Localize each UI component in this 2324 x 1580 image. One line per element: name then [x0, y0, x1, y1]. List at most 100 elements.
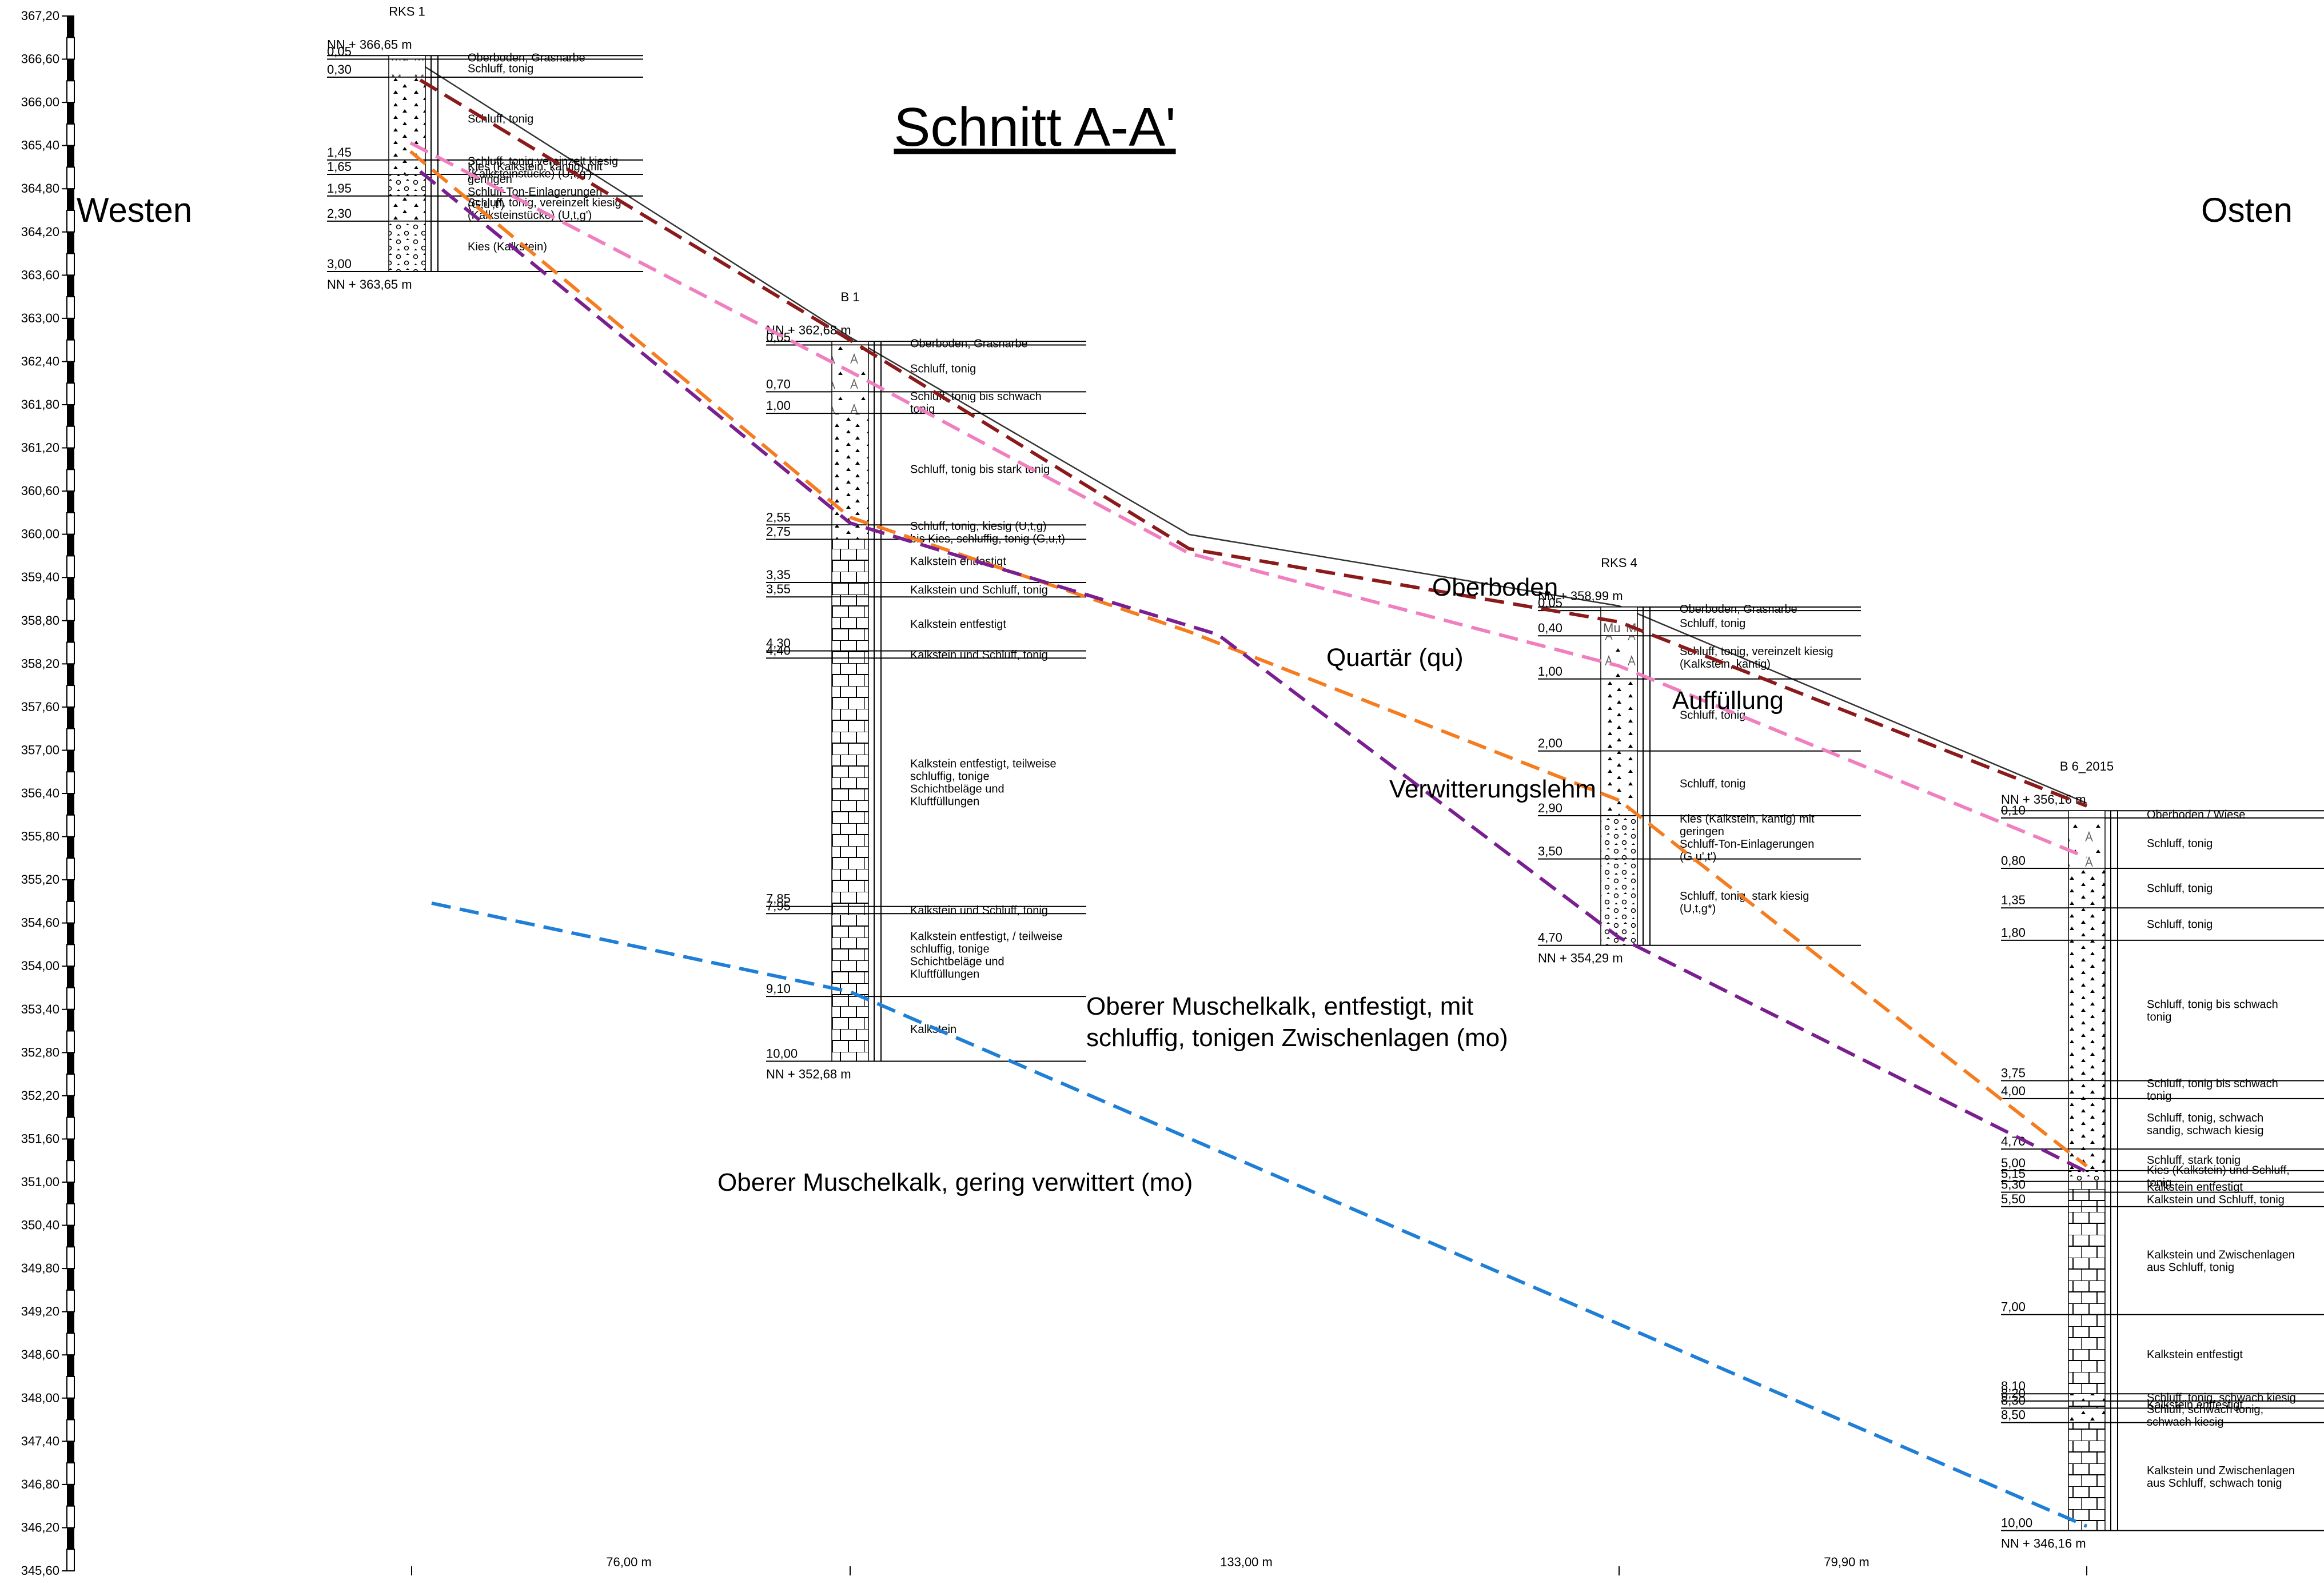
axis-segment-white — [66, 1030, 75, 1054]
axis-tick-label: 363,00 — [21, 311, 59, 325]
layer-lime — [2068, 1422, 2106, 1531]
east-label: Osten — [2201, 191, 2293, 229]
layer-depth: 3,50 — [1538, 844, 1562, 859]
axis-segment-black — [67, 232, 74, 254]
layer-lime — [2068, 1180, 2106, 1193]
layer-description: tonig — [2147, 1011, 2171, 1024]
axis-segment-white — [66, 1419, 75, 1442]
axis-tick-label: 360,60 — [21, 484, 59, 498]
axis-tick-label: 367,20 — [21, 9, 59, 23]
unit-label-muschelkalk-entfestigt-1: Oberer Muschelkalk, entfestigt, mit — [1086, 992, 1473, 1020]
axis-segment-black — [67, 577, 74, 599]
layer-fill — [831, 344, 869, 393]
layer-silt — [1600, 750, 1638, 816]
borehole-bottom-elevation: NN + 363,65 m — [327, 277, 412, 292]
axis-segment-black — [67, 1225, 74, 1247]
axis-tick-label: 345,60 — [21, 1563, 59, 1578]
layer-description: Schluff, schwach tonig, — [2147, 1403, 2263, 1416]
axis-tick-label: 352,80 — [21, 1045, 59, 1059]
layer-depth: 8,50 — [2001, 1408, 2026, 1422]
layer-depth: 4,40 — [766, 643, 791, 657]
layer-depth: 1,95 — [327, 181, 352, 195]
layer-depth: 0,70 — [766, 377, 791, 391]
layer-lime — [2068, 1206, 2106, 1315]
axis-tick-label: 349,20 — [21, 1304, 59, 1319]
axis-segment-black — [67, 1009, 74, 1031]
layer-description: Schluff, tonig — [2147, 837, 2213, 850]
axis-tick-label: 365,40 — [21, 138, 59, 153]
axis-segment-white — [66, 944, 75, 967]
axis-tick-label: 348,00 — [21, 1391, 59, 1405]
axis-tick-label: 357,00 — [21, 743, 59, 757]
axis-segment-white — [66, 37, 75, 60]
layer-description: Schluff, tonig, vereinzelt kiesig — [1680, 645, 1833, 658]
unit-label-quartaer: Quartär (qu) — [1326, 644, 1464, 672]
layer-lime — [831, 657, 869, 907]
layer-description: Kluftfüllungen — [910, 795, 979, 808]
axis-segment-black — [67, 880, 74, 901]
layer-silt — [831, 524, 869, 540]
layer-description: Oberboden, Grasnarbe — [910, 337, 1028, 350]
layer-description: Kalkstein und Schluff, tonig — [910, 584, 1048, 597]
layer-description: Schluff, tonig — [1680, 617, 1745, 630]
axis-segment-black — [67, 966, 74, 988]
axis-segment-white — [66, 123, 75, 146]
layer-description: tonig — [2147, 1090, 2171, 1103]
axis-segment-black — [67, 1052, 74, 1075]
layer-description: Schluff, tonig — [1680, 777, 1745, 790]
borehole-bottom-elevation: NN + 352,68 m — [766, 1067, 851, 1081]
axis-tick-label: 347,40 — [21, 1434, 59, 1448]
unit-label-muschelkalk-entfestigt-2: schluffig, tonigen Zwischenlagen (mo) — [1086, 1024, 1508, 1052]
layer-silt — [388, 195, 426, 222]
layer-description: Kalkstein und Schluff, tonig — [910, 904, 1048, 917]
layer-description: Kies (Kalkstein) — [468, 241, 547, 253]
layer-silt — [2068, 1080, 2106, 1099]
axis-segment-black — [67, 318, 74, 340]
layer-fill — [1600, 635, 1638, 680]
axis-segment-black — [67, 1398, 74, 1420]
layer-description: Schichtbeläge und — [910, 956, 1004, 968]
axis-segment-black — [67, 1355, 74, 1376]
layer-mu — [1600, 610, 1638, 636]
axis-segment-white — [66, 857, 75, 881]
axis-segment-white — [66, 987, 75, 1010]
layer-depth: 1,00 — [1538, 664, 1562, 679]
layer-depth: 8,20 — [2001, 1386, 2026, 1401]
axis-segment-white — [66, 1246, 75, 1270]
axis-segment-black — [67, 923, 74, 945]
axis-segment-black — [67, 1484, 74, 1506]
axis-tick-label: 366,60 — [21, 52, 59, 66]
layer-description: aus Schluff, schwach tonig — [2147, 1477, 2282, 1490]
axis-segment-white — [66, 1332, 75, 1356]
layer-description: Schluff, tonig — [468, 62, 533, 75]
axis-segment-white — [66, 641, 75, 665]
axis-segment-white — [66, 1505, 75, 1529]
borehole-name: RKS 4 — [1601, 556, 1637, 570]
axis-segment-white — [66, 1462, 75, 1485]
layer-description: Schluff, tonig — [2147, 919, 2213, 931]
layer-description: Schluff, stark tonig — [2147, 1154, 2241, 1167]
axis-segment-white — [66, 1203, 75, 1226]
axis-segment-black — [67, 102, 74, 124]
layer-depth: 0,05 — [327, 45, 352, 59]
borehole-name: RKS 1 — [389, 4, 425, 18]
layer-depth: 3,35 — [766, 568, 791, 582]
layer-description: tonig — [2147, 1176, 2171, 1189]
axis-segment-black — [67, 1268, 74, 1290]
layer-description: schluffig, tonige — [910, 770, 990, 783]
unit-boundaries — [409, 78, 2088, 1528]
layer-description: (Kalksteinstücke) (U,t,g') — [468, 167, 592, 180]
layer-depth: 10,00 — [766, 1046, 798, 1060]
axis-segment-white — [66, 1116, 75, 1140]
layer-description: geringen — [1680, 825, 1724, 838]
axis-segment-white — [66, 166, 75, 190]
axis-segment-black — [67, 405, 74, 426]
layer-gravel — [2068, 1170, 2106, 1182]
layer-description: Kalkstein entfestigt — [910, 618, 1006, 631]
layer-description: Schluff, tonig bis schwach — [2147, 1078, 2278, 1090]
axis-segment-black — [67, 707, 74, 729]
layer-lime — [831, 582, 869, 597]
layer-description: Oberboden, Grasnarbe — [468, 51, 585, 64]
